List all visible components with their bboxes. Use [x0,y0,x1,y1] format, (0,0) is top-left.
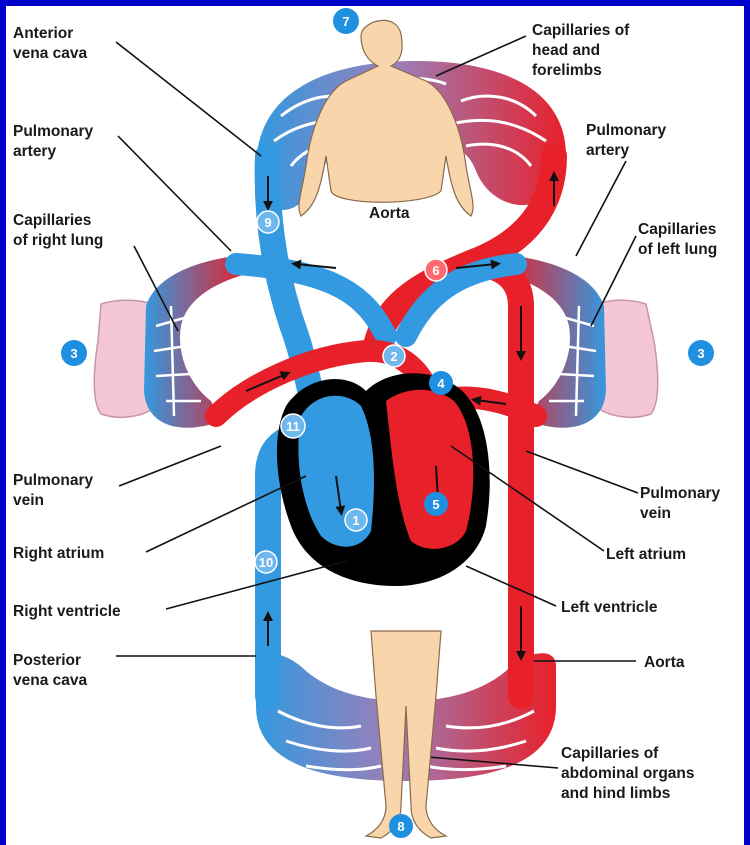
marker-6: 6 [425,259,447,281]
heart [277,373,490,586]
svg-text:11: 11 [286,419,300,434]
svg-text:6: 6 [432,263,439,278]
label-right-ventricle: Right ventricle [13,602,121,622]
marker-1: 1 [345,509,367,531]
svg-text:9: 9 [264,215,271,230]
label-capillaries-left-lung: Capillaries of left lung [638,220,717,260]
svg-text:10: 10 [259,555,273,570]
label-aorta-bottom: Aorta [644,653,684,673]
label-pulmonary-artery-right: Pulmonary artery [586,121,666,161]
marker-3-left: 3 [61,340,87,366]
label-pulmonary-artery-left: Pulmonary artery [13,122,93,162]
svg-text:3: 3 [697,346,704,361]
svg-text:4: 4 [437,376,445,391]
marker-4: 4 [429,371,453,395]
label-capillaries-head: Capillaries of head and forelimbs [532,21,629,81]
label-left-atrium: Left atrium [606,545,686,565]
label-capillaries-abdominal: Capillaries of abdominal organs and hind… [561,744,695,804]
marker-11: 11 [281,414,305,438]
svg-text:1: 1 [352,513,359,528]
pulmonary-artery-right-vessel [236,264,386,336]
svg-text:3: 3 [70,346,77,361]
label-right-atrium: Right atrium [13,544,104,564]
marker-2: 2 [383,345,405,367]
svg-text:8: 8 [397,819,404,834]
label-aorta-top: Aorta [369,204,409,224]
label-posterior-vena-cava: Posterior vena cava [13,651,87,691]
marker-5: 5 [424,492,448,516]
diagram-panel: 7 9 6 2 3 3 4 11 5 1 10 8 Anterior vena … [6,6,744,845]
label-capillaries-right-lung: Capillaries of right lung [13,211,103,251]
label-left-ventricle: Left ventricle [561,598,657,618]
svg-text:7: 7 [342,14,349,29]
aorta-descending-vessel [496,268,521,696]
marker-10: 10 [255,551,277,573]
marker-3-right: 3 [688,340,714,366]
human-upper-body [299,20,473,216]
marker-9: 9 [257,211,279,233]
svg-text:5: 5 [432,497,439,512]
marker-7: 7 [333,8,359,34]
label-pulmonary-vein-left: Pulmonary vein [13,471,93,511]
marker-8: 8 [389,814,413,838]
label-pulmonary-vein-right: Pulmonary vein [640,484,720,524]
svg-text:2: 2 [390,349,397,364]
label-anterior-vena-cava: Anterior vena cava [13,24,87,64]
